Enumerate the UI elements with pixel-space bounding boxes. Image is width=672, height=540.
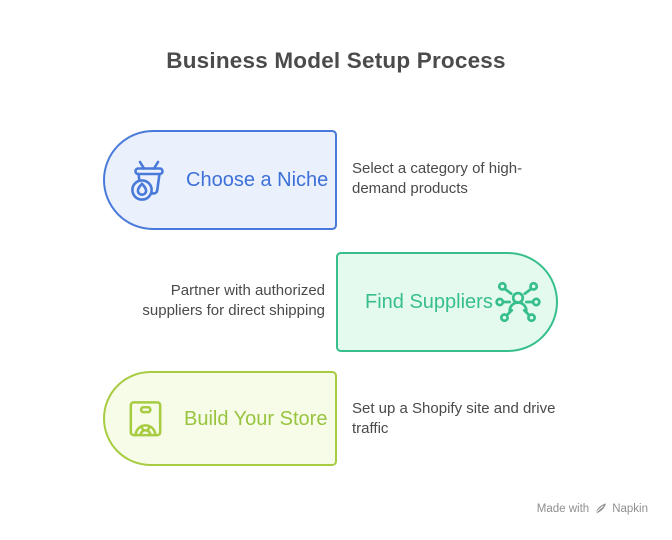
step-card-find-suppliers: Find Suppliers <box>336 252 558 352</box>
step-description: Select a category of high-demand product… <box>352 160 523 197</box>
watermark-brand: Napkin <box>612 502 648 515</box>
step-card-choose-a-niche: Choose a Niche <box>103 130 337 230</box>
supplier-network-icon <box>493 277 543 327</box>
napkin-watermark[interactable]: Made with Napkin <box>537 502 648 515</box>
step-label: Build Your Store <box>184 407 328 430</box>
step-description: Set up a Shopify site and drive traffic <box>352 400 556 437</box>
step-label: Find Suppliers <box>365 291 493 313</box>
page-title: Business Model Setup Process <box>166 48 506 73</box>
watermark-prefix: Made with <box>536 502 590 515</box>
quill-pen-icon <box>595 503 607 514</box>
step-label: Choose a Niche <box>186 169 329 191</box>
step-description: Partner with authorized suppliers for di… <box>142 282 325 319</box>
step-card-build-your-store: Build Your Store <box>103 371 337 466</box>
basket-flame-icon <box>125 156 173 204</box>
storefront-icon <box>122 395 169 442</box>
